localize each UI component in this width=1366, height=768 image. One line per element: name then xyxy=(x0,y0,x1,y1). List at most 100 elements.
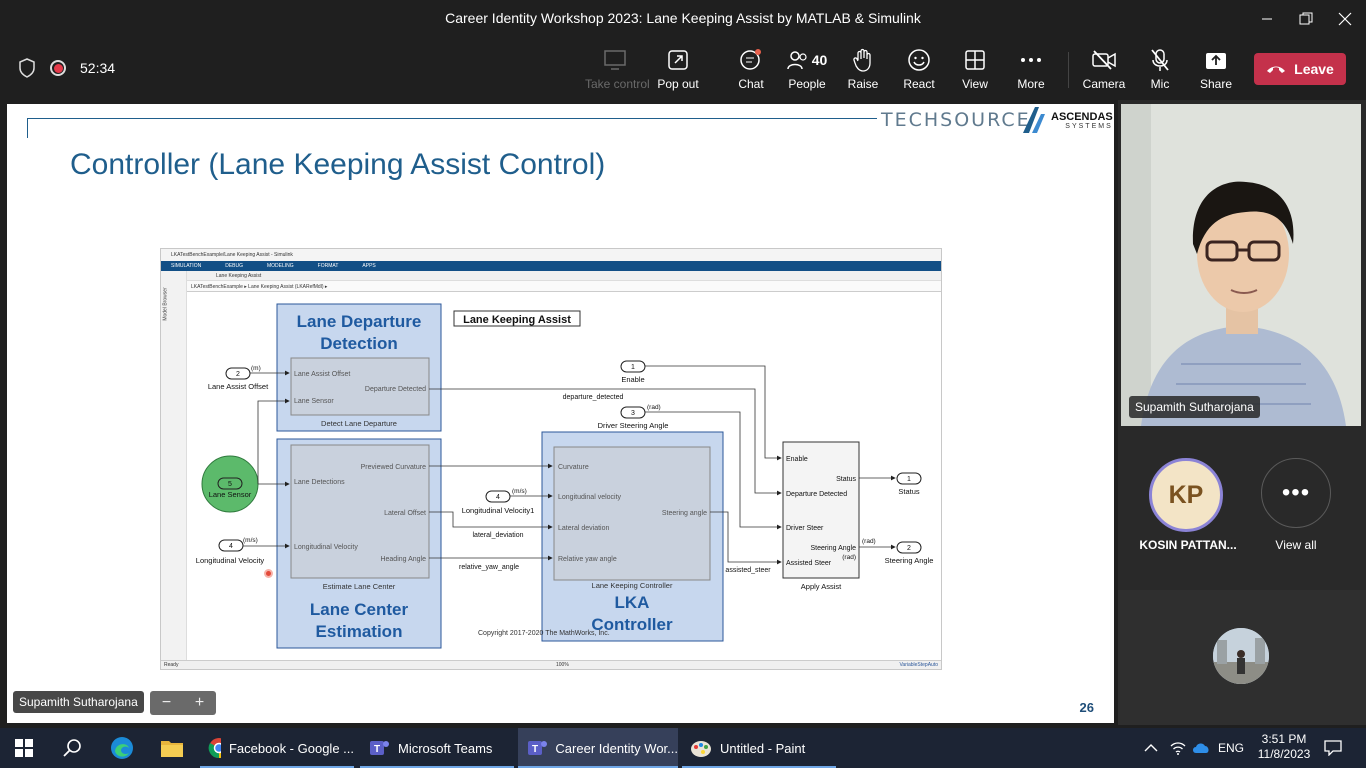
port-name: Lane Sensor xyxy=(209,490,252,499)
raise-hand-icon xyxy=(853,48,871,72)
taskbar-app-teams[interactable]: T Microsoft Teams xyxy=(360,728,514,768)
zoom-in-icon[interactable]: + xyxy=(194,694,205,711)
windows-logo-icon xyxy=(15,739,33,757)
signal-label: lateral_deviation xyxy=(473,532,524,539)
simulink-tab[interactable]: FORMAT xyxy=(317,263,339,269)
tray-overflow-button[interactable] xyxy=(1144,728,1162,768)
start-button[interactable] xyxy=(0,728,48,768)
more-icon: ••• xyxy=(1281,479,1311,506)
techsource-logo: TECHSOURCE xyxy=(881,109,1031,131)
port-name: Lane Assist Offset xyxy=(208,382,269,391)
simulink-tab[interactable]: SIMULATION xyxy=(171,263,202,269)
people-button[interactable]: 40 People xyxy=(777,46,837,96)
port-label: Status xyxy=(836,476,856,483)
inport-driver-steering-angle[interactable] xyxy=(620,406,646,419)
react-button[interactable]: React xyxy=(889,46,949,96)
chevron-up-icon xyxy=(1144,744,1158,752)
simulink-model-tab[interactable]: Lane Keeping Assist xyxy=(161,271,941,281)
port-label: Longitudinal Velocity xyxy=(294,544,358,551)
detect-lane-departure-block[interactable] xyxy=(290,357,430,416)
inport-longitudinal-velocity1[interactable] xyxy=(485,490,511,503)
port-name: Longitudinal Velocity xyxy=(196,556,265,565)
folder-icon xyxy=(161,741,183,757)
simulink-tab[interactable]: DEBUG xyxy=(225,263,243,269)
estimate-lane-center-block[interactable] xyxy=(290,444,430,579)
lane-keeping-assist-label: Lane Keeping Assist xyxy=(463,314,571,326)
self-avatar-photo xyxy=(1213,628,1269,684)
apply-assist-block[interactable] xyxy=(782,441,860,579)
copyright-note: Copyright 2017-2020 The MathWorks, Inc. xyxy=(478,630,610,637)
block-caption: Lane Keeping Controller xyxy=(592,581,673,590)
participants-panel: Supamith Sutharojana KP KOSIN PATTAN... … xyxy=(1118,100,1366,725)
signal-lines xyxy=(243,365,896,565)
port-number: 3 xyxy=(631,410,635,417)
mic-button[interactable]: Mic xyxy=(1130,46,1190,96)
inport-lane-assist-offset[interactable] xyxy=(225,367,251,380)
leave-button[interactable]: Leave xyxy=(1254,53,1346,85)
zoom-controls: − + xyxy=(150,691,216,715)
port-name: Status xyxy=(898,487,920,496)
participant-avatar-kp[interactable]: KP xyxy=(1149,458,1223,532)
minimize-button[interactable] xyxy=(1244,0,1290,38)
inport-enable[interactable] xyxy=(620,360,646,373)
pop-out-button[interactable]: Pop out xyxy=(648,46,708,96)
chat-button[interactable]: Chat xyxy=(721,46,781,96)
lce-title: Estimation xyxy=(316,622,403,641)
more-button[interactable]: More xyxy=(1001,46,1061,96)
outport-status[interactable] xyxy=(896,472,922,485)
port-label: Lateral Offset xyxy=(384,510,426,517)
port-label: Departure Detected xyxy=(786,491,847,498)
search-button[interactable] xyxy=(50,728,94,768)
toolbar-separator xyxy=(1068,52,1069,88)
chrome-icon xyxy=(208,738,221,759)
port-label: Lane Sensor xyxy=(294,398,334,405)
take-control-button[interactable]: Take control xyxy=(585,46,650,96)
slide-title: Controller (Lane Keeping Assist Control) xyxy=(70,148,606,181)
lane-keeping-controller-block[interactable] xyxy=(553,446,711,581)
restore-button[interactable] xyxy=(1283,0,1329,38)
taskbar-app-paint[interactable]: Untitled - Paint xyxy=(682,728,836,768)
port-number: 4 xyxy=(229,543,233,550)
notifications-button[interactable] xyxy=(1324,728,1344,768)
self-view-tile[interactable] xyxy=(1118,590,1366,725)
laser-pointer xyxy=(264,569,273,578)
port-name: Longitudinal Velocity1 xyxy=(462,506,535,515)
file-explorer-button[interactable] xyxy=(150,728,194,768)
lce-title: Lane Center xyxy=(310,600,409,619)
taskbar-app-chrome[interactable]: Facebook - Google ... xyxy=(200,728,354,768)
port-name: Steering Angle xyxy=(885,556,934,565)
inport-longitudinal-velocity[interactable] xyxy=(218,539,244,552)
simulink-diagram: Lane Departure Detection Lane Assist Off… xyxy=(196,303,934,649)
simulink-tabs: SIMULATION DEBUG MODELING FORMAT APPS xyxy=(161,261,941,271)
teams-icon: T xyxy=(528,741,547,755)
self-avatar xyxy=(1213,628,1269,684)
simulink-tab[interactable]: MODELING xyxy=(266,263,294,269)
close-button[interactable] xyxy=(1322,0,1366,38)
inport-lane-sensor[interactable] xyxy=(217,477,243,490)
camera-button[interactable]: Camera xyxy=(1074,46,1134,96)
presenter-video[interactable]: Supamith Sutharojana xyxy=(1121,104,1361,426)
share-button[interactable]: Share xyxy=(1186,46,1246,96)
view-all-button[interactable]: ••• xyxy=(1261,458,1331,528)
zoom-out-icon[interactable]: − xyxy=(161,694,172,711)
taskbar-app-teams-meeting[interactable]: T Career Identity Wor... xyxy=(518,728,678,768)
port-label: Lane Detections xyxy=(294,479,345,486)
window-title: Career Identity Workshop 2023: Lane Keep… xyxy=(445,10,921,26)
onedrive-button[interactable] xyxy=(1192,728,1212,768)
port-label: Relative yaw angle xyxy=(558,556,617,563)
language-indicator[interactable]: ENG xyxy=(1218,741,1245,755)
simulink-tab[interactable]: APPS xyxy=(362,263,376,269)
smiley-icon xyxy=(908,49,930,71)
meeting-timer: 52:34 xyxy=(80,60,116,76)
taskbar-clock[interactable]: 3:51 PM 11/8/2023 xyxy=(1257,732,1311,761)
raise-hand-button[interactable]: Raise xyxy=(833,46,893,96)
presenter-video-name: Supamith Sutharojana xyxy=(1129,396,1260,418)
network-button[interactable] xyxy=(1170,728,1188,768)
paint-icon xyxy=(691,741,711,757)
edge-button[interactable] xyxy=(100,728,144,768)
view-button[interactable]: View xyxy=(945,46,1005,96)
outport-steering-angle[interactable] xyxy=(896,541,922,554)
block-caption: Detect Lane Departure xyxy=(321,419,397,428)
pop-out-icon xyxy=(668,50,688,70)
edge-icon xyxy=(111,737,133,759)
